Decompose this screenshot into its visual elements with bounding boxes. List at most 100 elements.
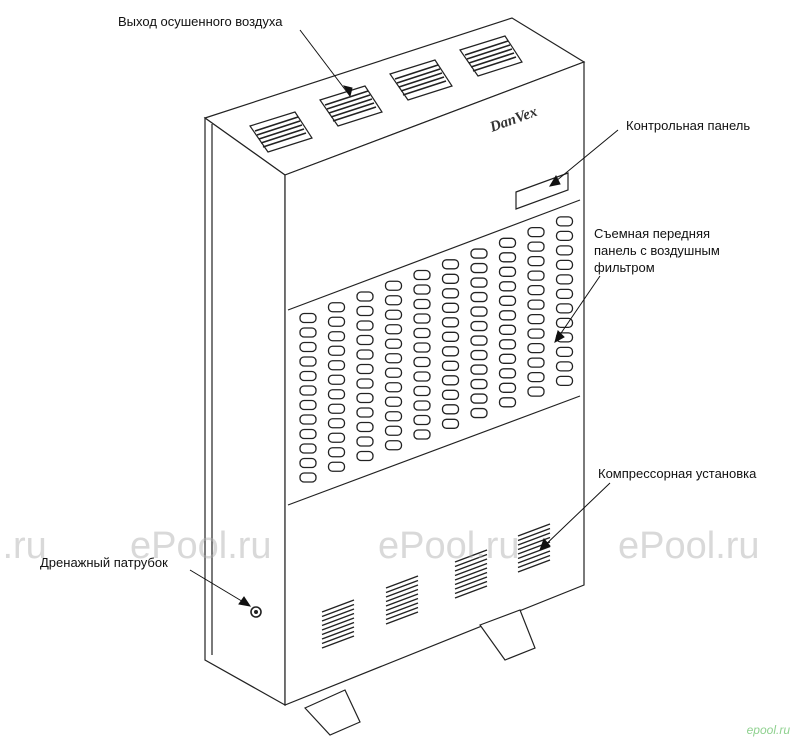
- grille-slot: [413, 371, 431, 382]
- compressor-vent-slat: [321, 626, 355, 640]
- compressor-vent-slat: [321, 608, 355, 622]
- compressor-vent-slat: [321, 603, 355, 618]
- grille-slot: [356, 363, 374, 375]
- compressor-vent-slat: [385, 611, 419, 625]
- compressor-vent-slat: [454, 549, 488, 563]
- grille-slot: [555, 245, 574, 256]
- label-front-panel-1: Съемная передняя: [594, 226, 711, 241]
- label-compressor: Компрессорная установка: [598, 466, 757, 481]
- compressor-vent-slat: [321, 612, 355, 627]
- grille-slot: [527, 299, 545, 310]
- grille-slot: [527, 342, 545, 354]
- grille-slot: [470, 335, 488, 346]
- grille-slot: [384, 411, 403, 422]
- grille-slot: [356, 334, 374, 346]
- grille-slot: [356, 378, 374, 389]
- label-drain: Дренажный патрубок: [40, 555, 168, 570]
- grille-slot: [470, 364, 488, 375]
- grille-slot: [470, 378, 488, 390]
- compressor-vent-slat: [454, 576, 488, 590]
- grille-slot: [470, 262, 488, 274]
- grille-slot: [327, 461, 346, 472]
- grille-slot: [413, 269, 431, 281]
- watermark: ePool.ru: [378, 525, 520, 567]
- grille-slot: [498, 324, 517, 335]
- grille-slot: [299, 356, 317, 367]
- grille-slot: [527, 226, 545, 238]
- watermark: ePool.ru: [130, 525, 272, 567]
- grille-slot: [527, 270, 545, 281]
- compressor-vent-slat: [321, 617, 355, 631]
- grille-slot: [384, 382, 403, 393]
- grille-slot: [299, 341, 317, 353]
- grille-slot: [527, 313, 545, 325]
- grille-slot: [470, 393, 488, 404]
- grille-slot: [527, 371, 545, 383]
- grille-slot: [498, 295, 517, 306]
- label-front-panel-2: панель с воздушным: [594, 243, 720, 258]
- grille-slot: [327, 389, 346, 400]
- compressor-vent-slat: [385, 593, 419, 607]
- grille-slot: [413, 414, 431, 426]
- compressor-vent-slat: [454, 562, 488, 577]
- compressor-vent-slat: [321, 630, 355, 645]
- grille-slot: [299, 312, 317, 324]
- grille-slot: [299, 414, 317, 425]
- front-grille: [299, 216, 574, 483]
- grille-slot: [498, 397, 517, 408]
- compressor-vent-slat: [517, 559, 551, 573]
- grille-slot: [441, 259, 460, 270]
- grille-slot: [498, 310, 517, 321]
- compressor-vent-slat: [454, 558, 488, 572]
- grille-slot: [413, 385, 431, 397]
- grille-slot: [413, 313, 431, 324]
- grille-slot: [470, 306, 488, 317]
- grille-slot: [384, 353, 403, 364]
- grille-slot: [527, 255, 545, 267]
- grille-slot: [299, 443, 317, 454]
- grille-slot: [356, 349, 374, 360]
- compressor-vent-slat: [454, 567, 488, 581]
- grille-slot: [470, 277, 488, 288]
- grille-slot: [299, 399, 317, 411]
- grille-slot: [413, 327, 431, 339]
- compressor-vent-slat: [321, 599, 355, 613]
- grille-slot: [441, 346, 460, 357]
- grille-slot: [327, 432, 346, 443]
- grille-slot: [555, 375, 574, 387]
- grille-slot: [498, 266, 517, 277]
- grille-slot: [413, 342, 431, 353]
- grille-slot: [527, 284, 545, 296]
- compressor-vent-slat: [454, 585, 488, 599]
- label-air-outlet: Выход осушенного воздуха: [118, 14, 283, 29]
- grille-slot: [470, 248, 488, 259]
- compressor-vent-slat: [517, 523, 551, 537]
- grille-slot: [356, 436, 374, 447]
- grille-slot: [498, 382, 517, 393]
- compressor-vent-slat: [385, 579, 419, 594]
- grille-slot: [356, 305, 374, 317]
- compressor-vent-slat: [385, 606, 419, 621]
- grille-slot: [356, 392, 374, 404]
- grille-slot: [441, 302, 460, 313]
- grille-slot: [327, 374, 346, 385]
- grille-slot: [498, 353, 517, 364]
- grille-slot: [356, 407, 374, 418]
- grille-slot: [327, 331, 346, 342]
- grille-slot: [384, 425, 403, 436]
- grille-slot: [498, 237, 517, 248]
- grille-slot: [527, 386, 545, 397]
- grille-slot: [413, 298, 431, 310]
- compressor-vent-slat: [385, 588, 419, 603]
- label-control-panel: Контрольная панель: [626, 118, 751, 133]
- grille-slot: [555, 361, 574, 372]
- grille-slot: [384, 309, 403, 320]
- compressor-vent-slat: [385, 575, 419, 589]
- grille-slot: [327, 418, 346, 429]
- grille-slot: [356, 320, 374, 331]
- grille-slot: [498, 368, 517, 379]
- grille-slot: [470, 291, 488, 303]
- left-side-panel: [204, 116, 286, 707]
- grille-slot: [413, 429, 431, 440]
